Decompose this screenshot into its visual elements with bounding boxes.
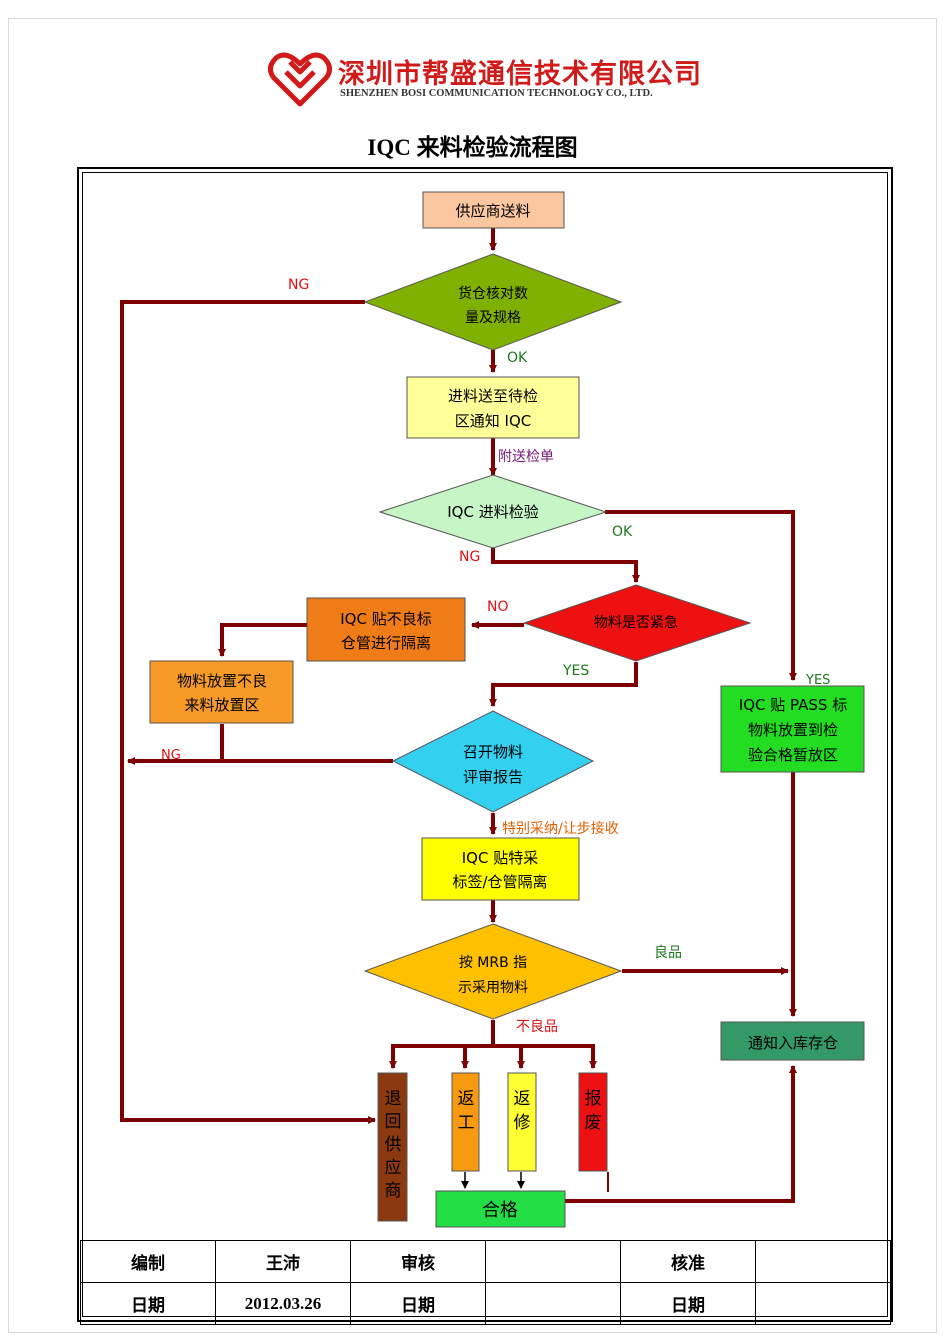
- label-pass-1: IQC 贴 PASS 标: [739, 696, 847, 714]
- node-review: [391, 710, 595, 813]
- label-mrb-2: 示采用物料: [458, 980, 528, 996]
- edge-ng-return: [120, 300, 376, 1124]
- label-special-2: 标签/仓管隔离: [452, 873, 547, 891]
- node-return-supplier: [377, 1072, 408, 1222]
- label-scrap-2: 废: [585, 1113, 602, 1133]
- value-date-1: 2012.03.26: [215, 1282, 351, 1325]
- label-inspect: IQC 进料检验: [447, 503, 538, 521]
- edge-label-attach: 附送检单: [498, 449, 554, 465]
- label-date-3: 日期: [620, 1282, 756, 1325]
- label-badarea-1: 物料放置不良: [177, 672, 267, 690]
- page-border: [8, 18, 937, 1333]
- signoff-row: 编制 王沛 审核 核准: [80, 1240, 891, 1283]
- edge-urgent-review: [489, 662, 638, 707]
- label-special-1: IQC 贴特采: [462, 849, 538, 867]
- label-badlabel-1: IQC 贴不良标: [340, 610, 431, 628]
- node-mrb: [363, 923, 623, 1020]
- label-return-3: 供: [385, 1135, 402, 1155]
- label-prepared: 编制: [80, 1240, 216, 1283]
- label-review-1: 召开物料: [463, 743, 523, 761]
- edge-label-special: 特别采纳/让步接收: [502, 820, 619, 837]
- label-supplier: 供应商送料: [455, 202, 530, 220]
- label-rework-2: 工: [458, 1113, 475, 1133]
- label-mrb-1: 按 MRB 指: [459, 955, 527, 971]
- value-prepared: 王沛: [215, 1240, 351, 1283]
- label-badlabel-2: 仓管进行隔离: [341, 634, 431, 652]
- edge-label-ok2: OK: [612, 524, 633, 540]
- label-return-1: 退: [385, 1089, 402, 1109]
- node-special-label: [421, 837, 580, 901]
- label-repair-1: 返: [514, 1089, 531, 1109]
- value-reviewed: [485, 1240, 621, 1283]
- label-reviewed: 审核: [350, 1240, 486, 1283]
- bosi-heart-logo: [268, 52, 332, 107]
- node-qualified: [435, 1190, 566, 1228]
- company-header: 深圳市帮盛通信技术有限公司 SHENZHEN BOSI COMMUNICATIO…: [268, 48, 708, 108]
- label-qualified: 合格: [482, 1200, 518, 1221]
- edge-mrb-scrap: [491, 1020, 597, 1069]
- node-scrap: [578, 1072, 608, 1172]
- node-bad-area: [149, 660, 294, 724]
- edge-qualified-stock: [565, 1065, 797, 1203]
- label-scrap-1: 报: [585, 1089, 602, 1109]
- node-rework: [451, 1072, 480, 1172]
- label-pending-1: 进料送至待检: [448, 387, 538, 405]
- signoff-row: 日期 2012.03.26 日期 日期: [80, 1282, 891, 1325]
- signoff-table: 编制 王沛 审核 核准 日期 2012.03.26 日期 日期: [80, 1240, 891, 1325]
- node-iqc-inspect: [378, 474, 608, 549]
- edge-badlabel-badarea: [218, 623, 307, 657]
- node-warehouse-check: [363, 253, 623, 351]
- node-to-pending: [406, 376, 580, 439]
- edge-label-ok1: OK: [507, 350, 528, 366]
- company-name-cn: 深圳市帮盛通信技术有限公司: [338, 59, 702, 90]
- edge-label-ng1: NG: [288, 277, 309, 293]
- label-stock: 通知入库存仓: [748, 1034, 838, 1052]
- node-pass-label: [720, 685, 865, 773]
- label-badarea-2: 来料放置区: [184, 696, 259, 714]
- node-stock: [720, 1021, 865, 1061]
- edge-inspect-urgent: [491, 548, 640, 583]
- edge-mrb-return: [389, 1044, 493, 1069]
- company-name-en: SHENZHEN BOSI COMMUNICATION TECHNOLOGY C…: [340, 88, 653, 99]
- label-return-5: 商: [385, 1181, 402, 1201]
- value-date-2: [485, 1282, 621, 1325]
- label-repair-2: 修: [514, 1113, 531, 1133]
- label-date-1: 日期: [80, 1282, 216, 1325]
- edge-inspect-pass: [605, 510, 797, 681]
- connectors-black: [461, 1172, 525, 1189]
- label-return-4: 应: [385, 1158, 402, 1178]
- label-urgent: 物料是否紧急: [594, 615, 678, 631]
- label-review-2: 评审报告: [463, 768, 523, 786]
- connectors: [120, 228, 797, 1203]
- edge-label-yes2: YES: [805, 673, 830, 688]
- label-pending-2: 区通知 IQC: [455, 412, 531, 430]
- label-rework-1: 返: [458, 1089, 475, 1109]
- page-title: IQC 来料检验流程图: [367, 135, 578, 160]
- label-return-2: 回: [385, 1112, 402, 1132]
- label-pass-2: 物料放置到检: [748, 721, 838, 739]
- edge-label-ng2: NG: [459, 549, 480, 565]
- edge-label-good: 良品: [654, 945, 682, 961]
- edge-label-bad: 不良品: [516, 1019, 558, 1035]
- value-date-3: [755, 1282, 891, 1325]
- node-urgent: [522, 584, 752, 662]
- label-check-1: 货仓核对数: [458, 285, 528, 302]
- value-approved: [755, 1240, 891, 1283]
- label-date-2: 日期: [350, 1282, 486, 1325]
- node-supplier: [422, 191, 565, 229]
- node-repair: [507, 1072, 537, 1172]
- node-bad-label: [306, 597, 466, 662]
- edge-label-ng3: NG: [161, 748, 181, 763]
- edge-label-no: NO: [487, 599, 509, 615]
- label-approved: 核准: [620, 1240, 756, 1283]
- label-check-2: 量及规格: [465, 310, 521, 326]
- edge-label-yes1: YES: [562, 663, 589, 679]
- label-pass-3: 验合格暂放区: [748, 746, 838, 764]
